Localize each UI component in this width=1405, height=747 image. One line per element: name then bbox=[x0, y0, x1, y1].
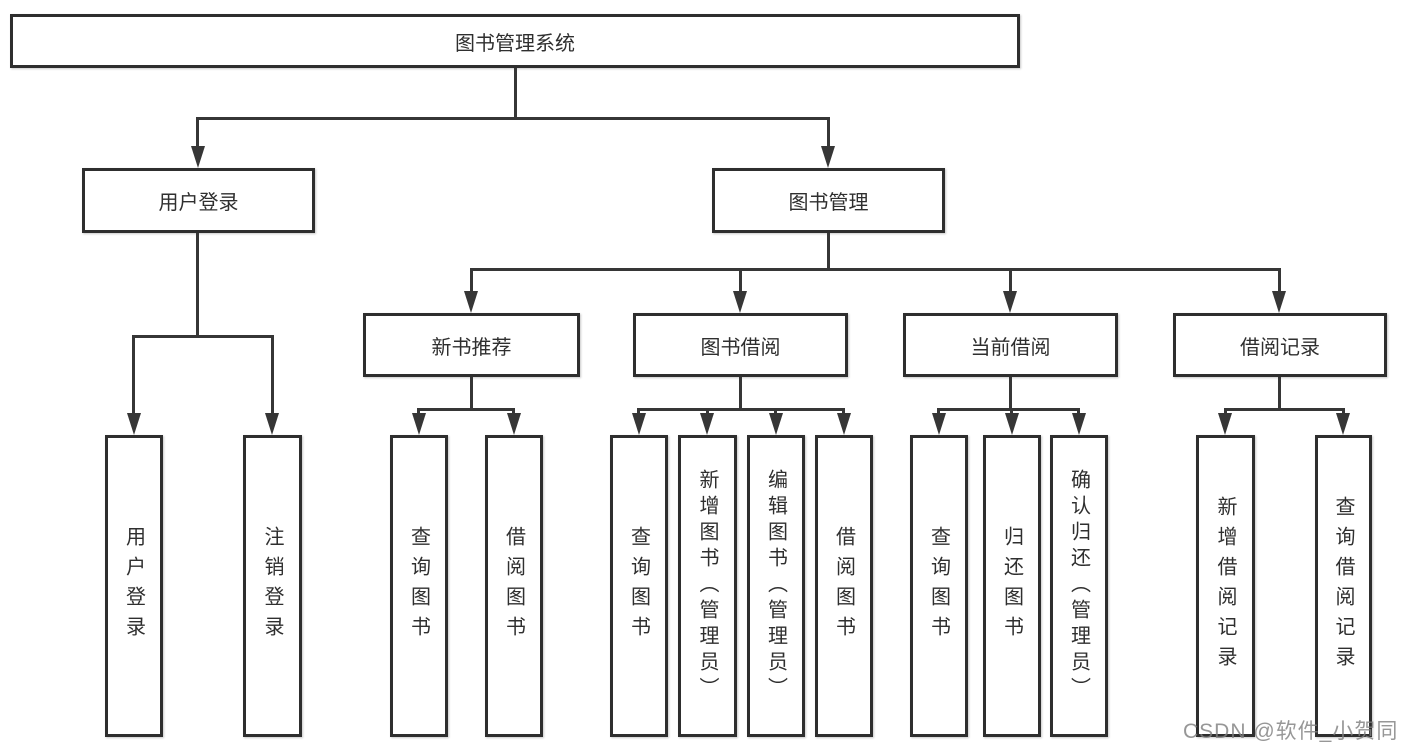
leaf-borrow-borrow-books: 借阅图书 bbox=[815, 435, 873, 737]
arrow-down-book-borrowing bbox=[733, 291, 747, 313]
arrow-down-borrowing-records bbox=[1272, 291, 1286, 313]
connector-drop-user-login bbox=[196, 117, 199, 148]
connector-current-borrowing-bus bbox=[937, 408, 1080, 411]
arrow-down-records-add bbox=[1218, 413, 1232, 435]
leaf-records-query-record: 查询借阅记录 bbox=[1315, 435, 1372, 737]
node-user-login: 用户登录 bbox=[82, 168, 315, 233]
leaf-recommend-borrow-books: 借阅图书 bbox=[485, 435, 543, 737]
connector-book-borrowing-stem bbox=[739, 377, 742, 410]
connector-drop bbox=[1224, 408, 1227, 416]
connector-drop bbox=[937, 408, 940, 416]
leaf-current-return-books: 归还图书 bbox=[983, 435, 1041, 737]
leaf-records-add-record: 新增借阅记录 bbox=[1196, 435, 1255, 737]
arrow-down-current-confirm bbox=[1072, 413, 1086, 435]
connector-drop bbox=[1077, 408, 1080, 416]
connector-drop bbox=[1342, 408, 1345, 416]
arrow-down-user-login bbox=[191, 146, 205, 168]
connector-drop bbox=[842, 408, 845, 416]
connector-user-login-stem bbox=[196, 233, 199, 337]
connector-drop-borrowing-records bbox=[1278, 268, 1281, 295]
node-root: 图书管理系统 bbox=[10, 14, 1020, 68]
arrow-down-borrow-borrow bbox=[837, 413, 851, 435]
connector-user-login-bus bbox=[132, 335, 273, 338]
arrow-down-records-query bbox=[1336, 413, 1350, 435]
csdn-watermark: CSDN @软件_小贺同学 bbox=[1183, 720, 1399, 743]
connector-drop bbox=[774, 408, 777, 416]
arrow-down-current-query bbox=[932, 413, 946, 435]
connector-drop-new-book bbox=[470, 268, 473, 295]
leaf-borrow-query-books: 查询图书 bbox=[610, 435, 668, 737]
connector-drop-book-management bbox=[827, 117, 830, 148]
leaf-borrow-edit-books-admin: 编辑图书（管理员） bbox=[747, 435, 805, 737]
connector-drop-leaf-user-login bbox=[132, 335, 135, 415]
connector-drop bbox=[1010, 408, 1013, 416]
connector-drop-book-borrowing bbox=[739, 268, 742, 295]
connector-book-management-stem bbox=[827, 233, 830, 270]
connector-new-book-stem bbox=[470, 377, 473, 410]
connector-drop-leaf-logout bbox=[271, 335, 274, 415]
connector-book-management-bus bbox=[470, 268, 1281, 271]
leaf-recommend-query-books: 查询图书 bbox=[390, 435, 448, 737]
connector-root-bus bbox=[197, 117, 829, 120]
arrow-down-leaf-user-login bbox=[127, 413, 141, 435]
arrow-down-borrow-add bbox=[700, 413, 714, 435]
leaf-logout: 注销登录 bbox=[243, 435, 302, 737]
node-current-borrowing: 当前借阅 bbox=[903, 313, 1118, 377]
arrow-down-new-book bbox=[464, 291, 478, 313]
connector-drop bbox=[417, 408, 420, 416]
arrow-down-current-return bbox=[1005, 413, 1019, 435]
arrow-down-borrow-query bbox=[632, 413, 646, 435]
arrow-down-recommend-borrow bbox=[507, 413, 521, 435]
connector-drop-current-borrowing bbox=[1009, 268, 1012, 295]
connector-borrowing-records-bus bbox=[1224, 408, 1344, 411]
connector-book-borrowing-bus bbox=[637, 408, 844, 411]
node-book-borrowing: 图书借阅 bbox=[633, 313, 848, 377]
node-borrowing-records: 借阅记录 bbox=[1173, 313, 1387, 377]
connector-borrowing-records-stem bbox=[1278, 377, 1281, 410]
connector-drop bbox=[637, 408, 640, 416]
connector-drop bbox=[706, 408, 709, 416]
connector-root-stem bbox=[514, 68, 517, 120]
arrow-down-current-borrowing bbox=[1003, 291, 1017, 313]
arrow-down-borrow-edit bbox=[769, 413, 783, 435]
leaf-current-confirm-return-admin: 确认归还（管理员） bbox=[1050, 435, 1108, 737]
leaf-user-login: 用户登录 bbox=[105, 435, 163, 737]
node-book-management: 图书管理 bbox=[712, 168, 945, 233]
leaf-current-query-books: 查询图书 bbox=[910, 435, 968, 737]
arrow-down-leaf-logout bbox=[265, 413, 279, 435]
node-new-book-recommend: 新书推荐 bbox=[363, 313, 580, 377]
connector-new-book-bus bbox=[417, 408, 515, 411]
arrow-down-book-management bbox=[821, 146, 835, 168]
arrow-down-recommend-query bbox=[412, 413, 426, 435]
connector-drop bbox=[512, 408, 515, 416]
connector-current-borrowing-stem bbox=[1009, 377, 1012, 410]
leaf-borrow-add-books-admin: 新增图书（管理员） bbox=[678, 435, 737, 737]
